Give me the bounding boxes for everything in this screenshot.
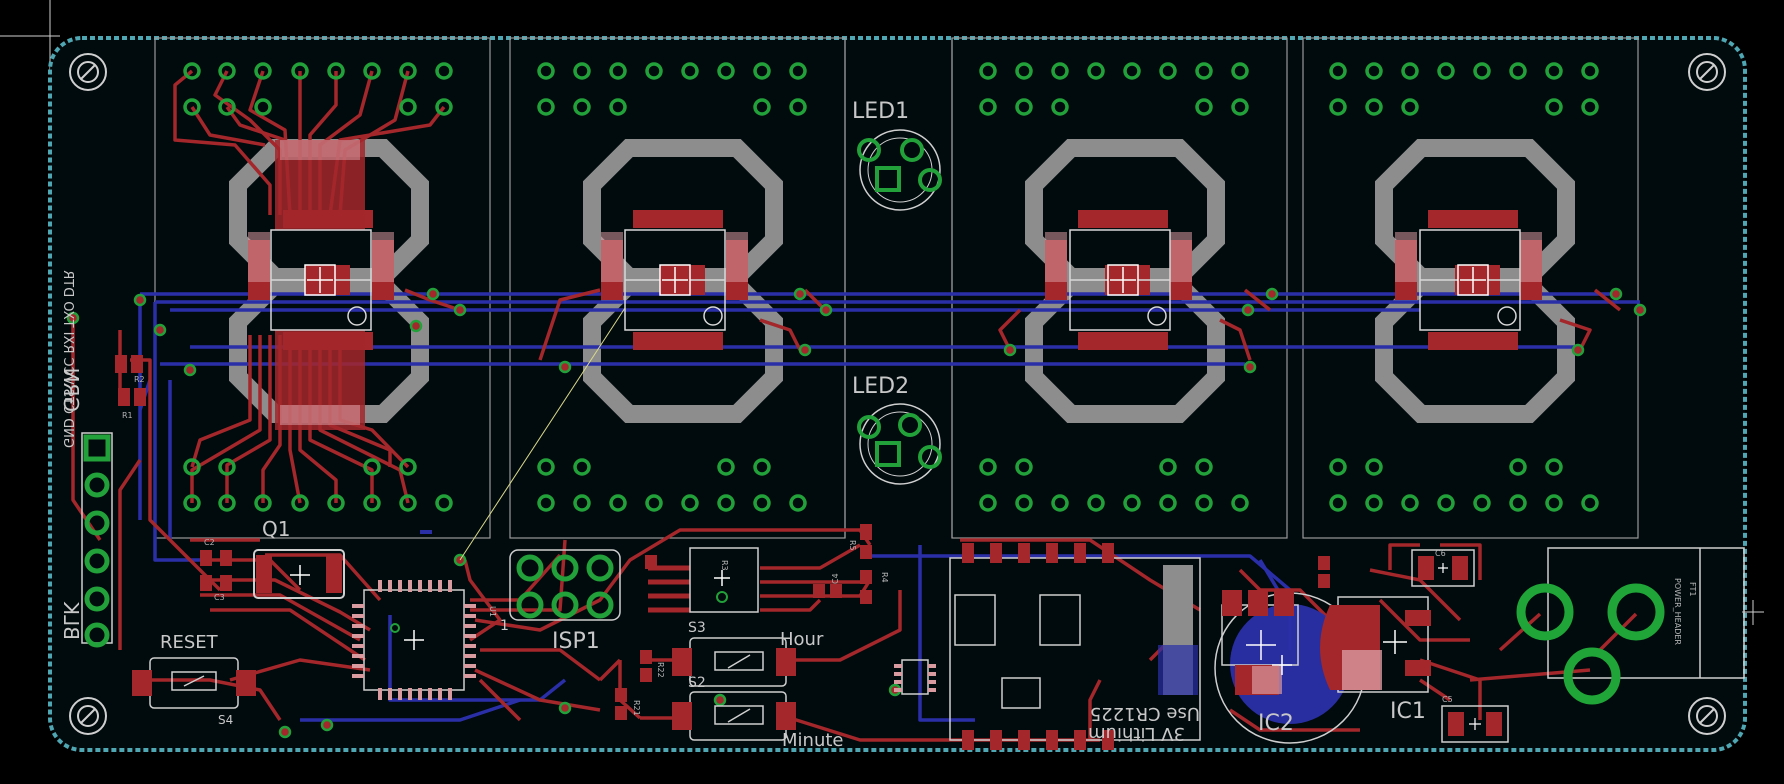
c2-label: C2: [204, 538, 215, 547]
display-module-outlines: [154, 37, 1639, 539]
minute-button: Minute: [672, 691, 843, 751]
c4-label: C4: [831, 573, 840, 584]
reset-label: RESET: [160, 632, 219, 653]
led1: LED1: [852, 99, 942, 211]
r1-label: R1: [122, 411, 133, 420]
top-layer-traces: [71, 69, 1638, 742]
r5-label: R5: [848, 540, 857, 551]
ic2-label: IC2: [1258, 711, 1294, 736]
vias: [66, 287, 1647, 739]
ftdi-header: GRN GND CTS VCC RXI TXO DTR BLK: [59, 270, 113, 648]
ftdi-grn-label: GRN: [59, 368, 83, 412]
u1-microcontroller: U1: [352, 580, 497, 700]
power-header: POWER_HEADER FT1: [1521, 547, 1764, 700]
battery-note-line2: 3V Lithium: [1088, 723, 1185, 744]
led1-label: LED1: [852, 99, 909, 124]
isp1-label: ISP1: [552, 629, 600, 654]
r2-label: R2: [134, 375, 145, 384]
ftdi-pins-label: GND CTS VCC RXI TXO DTR: [60, 270, 75, 448]
s2-label: S2: [688, 675, 706, 691]
r21-label: R21: [632, 700, 641, 716]
digit-silk-outlines: [270, 229, 1521, 331]
c6-capacitor: C6: [1411, 549, 1475, 587]
c5-label: C5: [1442, 695, 1453, 704]
c3-label: C3: [214, 593, 225, 602]
q1-crystal: Q1: [253, 517, 345, 599]
led2-label: LED2: [852, 374, 909, 399]
board-outline: [48, 36, 1747, 752]
u1-label: U1: [488, 606, 497, 617]
digit-header-pads: [183, 62, 1599, 512]
isp1-header: ISP1 1: [500, 549, 621, 654]
q1-label: Q1: [262, 517, 290, 541]
battery-note-line1: Use CR1225: [1090, 703, 1200, 724]
origin-marker: [0, 0, 60, 70]
r4-label: R4: [880, 572, 889, 583]
rtc-chip: [894, 659, 936, 695]
r1-r2-resistors: R1 R2: [115, 355, 146, 420]
ft1-label: FT1: [1688, 582, 1697, 596]
s3-package: S3: [645, 547, 759, 636]
s4-label: S4: [218, 713, 233, 727]
isp-pin1-label: 1: [500, 618, 509, 634]
minute-label: Minute: [782, 730, 843, 751]
hour-label: Hour: [780, 629, 824, 650]
reset-button: RESET S4: [132, 632, 256, 727]
mounting-holes: [69, 53, 1726, 735]
digit-center-marks: [304, 264, 1489, 296]
r3-label: R3: [720, 560, 729, 571]
r22-label: R22: [656, 662, 665, 678]
segment-overlap-highlights: [248, 140, 1542, 425]
hour-button: Hour S2: [672, 629, 824, 691]
led2: LED2: [852, 374, 942, 485]
battery-holder: Use CR1225 3V Lithium: [949, 543, 1201, 750]
c2-c3-capacitors: C2 C3: [200, 538, 232, 602]
ic1-label: IC1: [1390, 699, 1426, 724]
power-header-label: POWER_HEADER: [1673, 578, 1682, 645]
ftdi-blk-label: BLK: [59, 601, 83, 640]
c5-capacitor: C5: [1441, 695, 1509, 743]
small-passives: [615, 524, 1330, 720]
s3-label: S3: [688, 620, 706, 636]
c6-label: C6: [1435, 549, 1446, 558]
ic1-regulator: IC1: [1320, 596, 1431, 724]
ratsnest-airwire: [459, 307, 626, 561]
